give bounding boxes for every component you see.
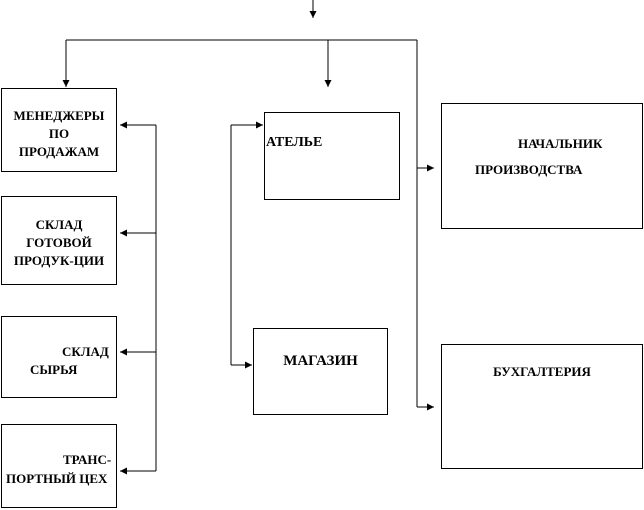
raw-materials-box: СКЛАД СЫРЬЯ bbox=[1, 316, 117, 398]
transport-line-1: ТРАНС- bbox=[63, 452, 112, 467]
raw-materials-line-1: СКЛАД bbox=[62, 344, 109, 359]
shop-box: МАГАЗИН bbox=[253, 328, 388, 415]
production-head-box: НАЧАЛЬНИК ПРОИЗВОДСТВА bbox=[441, 103, 643, 229]
transport-line-2: ПОРТНЫЙ ЦЕХ bbox=[6, 471, 108, 486]
accounting-label: БУХГАЛТЕРИЯ bbox=[493, 364, 591, 379]
managers-line-1: МЕНЕДЖЕРЫ bbox=[13, 108, 105, 123]
managers-line-3: ПРОДАЖАМ bbox=[18, 144, 100, 159]
production-head-line-2: ПРОИЗВОДСТВА bbox=[475, 162, 583, 177]
shop-label: МАГАЗИН bbox=[283, 353, 358, 369]
finished-goods-box: СКЛАД ГОТОВОЙ ПРОДУК-ЦИИ bbox=[1, 196, 117, 285]
managers-box: МЕНЕДЖЕРЫ ПО ПРОДАЖАМ bbox=[1, 88, 117, 172]
atelier-label: АТЕЛЬЕ bbox=[266, 135, 323, 150]
finished-goods-line-1: СКЛАД bbox=[35, 217, 83, 232]
atelier-box: АТЕЛЬЕ bbox=[264, 112, 400, 200]
finished-goods-line-2: ГОТОВОЙ bbox=[26, 235, 92, 250]
raw-materials-line-2: СЫРЬЯ bbox=[30, 362, 78, 377]
accounting-box: БУХГАЛТЕРИЯ bbox=[441, 344, 643, 469]
transport-box: ТРАНС- ПОРТНЫЙ ЦЕХ bbox=[1, 424, 117, 508]
production-head-line-1: НАЧАЛЬНИК bbox=[518, 136, 603, 151]
finished-goods-line-3: ПРОДУК-ЦИИ bbox=[13, 253, 105, 268]
managers-line-2: ПО bbox=[48, 126, 70, 141]
